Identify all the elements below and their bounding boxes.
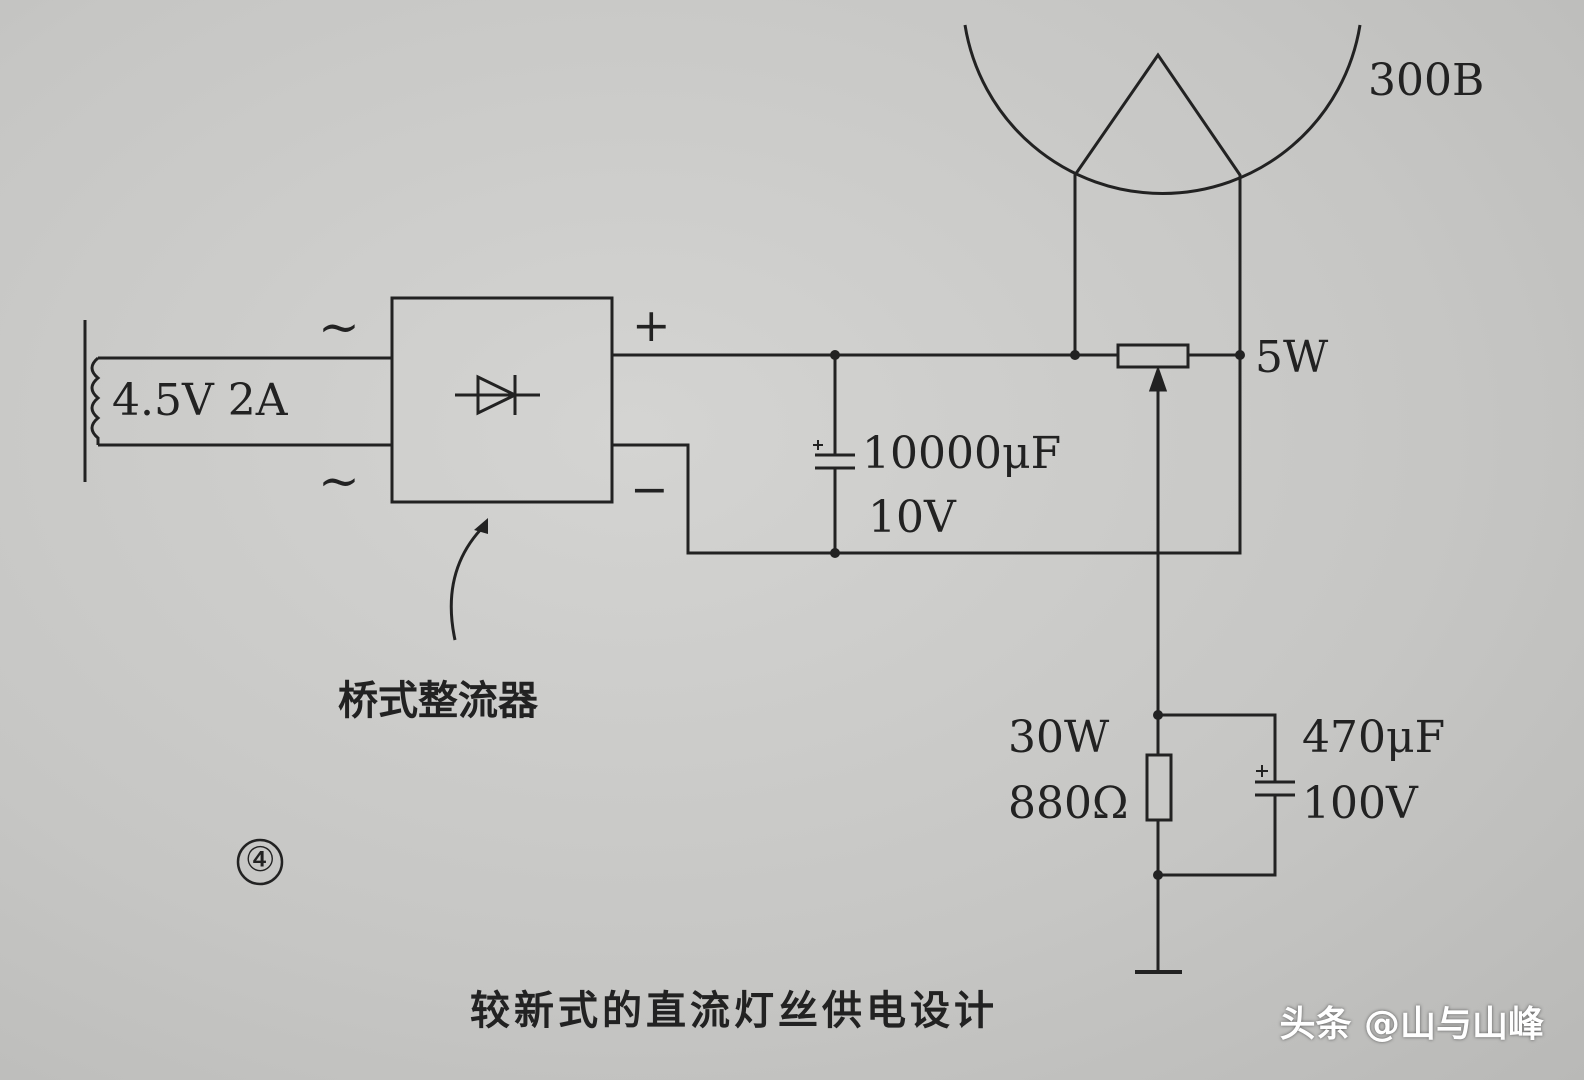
- ac-symbol-bottom: ~: [318, 452, 360, 510]
- bias-cap-voltage: 100V: [1302, 778, 1418, 829]
- filter-capacitor: [813, 355, 855, 553]
- pointer-arrow: [449, 523, 487, 641]
- bias-capacitor: [1158, 713, 1295, 877]
- pot-label: 5W: [1255, 332, 1329, 383]
- bridge-rectifier: [390, 296, 614, 504]
- wiper-arrow: [1148, 365, 1168, 392]
- diode-icon: [455, 374, 540, 416]
- wire-negative: [612, 355, 1242, 555]
- figure-number-circle: [236, 838, 284, 886]
- transformer-coil: [90, 356, 101, 445]
- bias-resistor-value: 880Ω: [1008, 778, 1129, 829]
- bias-cap-value: 470μF: [1302, 712, 1446, 763]
- watermark: 头条 @山与山峰: [1279, 1004, 1544, 1045]
- figure-number: ④: [245, 840, 276, 880]
- potentiometer: [1116, 343, 1190, 369]
- ac-symbol-top: ~: [318, 298, 360, 356]
- tube-label: 300B: [1368, 55, 1485, 106]
- transformer-label: 4.5V 2A: [112, 375, 288, 426]
- filter-cap-voltage: 10V: [868, 492, 956, 543]
- bias-resistor: [1145, 753, 1173, 822]
- filter-cap-value: 10000μF: [862, 428, 1062, 479]
- caption: 较新式的直流灯丝供电设计: [470, 988, 998, 1034]
- rectifier-label: 桥式整流器: [338, 678, 538, 724]
- minus-terminal: −: [630, 462, 669, 516]
- bias-resistor-power: 30W: [1008, 712, 1110, 763]
- filament: [1073, 52, 1242, 355]
- tube-envelope: [963, 24, 1362, 195]
- plus-terminal: +: [632, 298, 671, 352]
